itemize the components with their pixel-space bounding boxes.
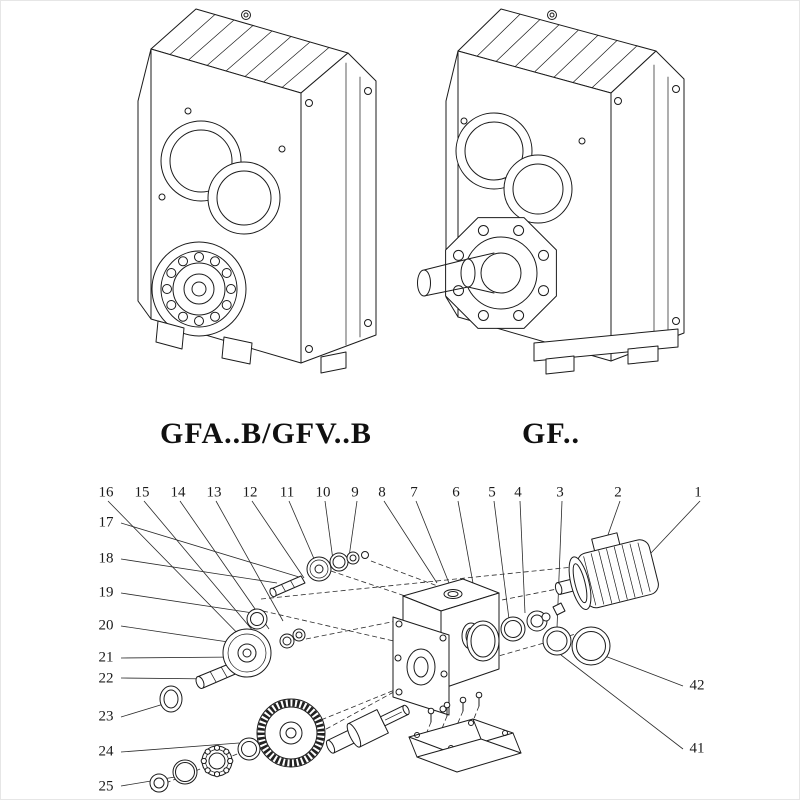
callout-part-41: 41 bbox=[689, 740, 705, 757]
model-label-gfab: GFA..B/GFV..B bbox=[160, 417, 372, 450]
exploded-diagram-svg bbox=[107, 500, 701, 793]
callout-part-6: 6 bbox=[452, 484, 460, 501]
callout-part-4: 4 bbox=[514, 484, 522, 501]
motor-fins bbox=[583, 542, 651, 606]
callout-part-18: 18 bbox=[98, 550, 114, 567]
gearbox-drawing-gf-svg bbox=[417, 8, 685, 375]
exploded-parts-diagram bbox=[1, 471, 799, 799]
callout-part-8: 8 bbox=[378, 484, 386, 501]
callout-part-20: 20 bbox=[98, 617, 114, 634]
base-plate bbox=[408, 691, 522, 773]
callout-part-9: 9 bbox=[351, 484, 359, 501]
callout-part-3: 3 bbox=[556, 484, 564, 501]
callout-part-22: 22 bbox=[98, 670, 114, 687]
callout-part-14: 14 bbox=[170, 484, 186, 501]
callout-part-10: 10 bbox=[315, 484, 331, 501]
roof-ribs bbox=[169, 14, 330, 88]
right-side-rings bbox=[466, 602, 611, 666]
gear-bores bbox=[158, 107, 286, 235]
gearbox-drawing-gfab bbox=[96, 1, 396, 401]
output-shaft-flange bbox=[417, 217, 557, 329]
callout-part-15: 15 bbox=[134, 484, 150, 501]
callout-part-19: 19 bbox=[98, 584, 114, 601]
callout-part-17: 17 bbox=[98, 514, 114, 531]
base-feet bbox=[533, 328, 679, 375]
callout-part-13: 13 bbox=[206, 484, 222, 501]
gearbox-drawing-gfab-svg bbox=[137, 8, 377, 374]
input-shaft-parts bbox=[246, 551, 369, 630]
callout-part-16: 16 bbox=[98, 484, 114, 501]
callout-part-23: 23 bbox=[98, 708, 114, 725]
roof-ribs bbox=[476, 13, 638, 89]
callout-part-24: 24 bbox=[98, 743, 114, 760]
hollow-shaft-bearing bbox=[151, 241, 247, 337]
callout-part-25: 25 bbox=[98, 778, 114, 795]
callout-part-21: 21 bbox=[98, 649, 114, 666]
intermediate-gear-parts bbox=[159, 628, 306, 713]
output-shaft bbox=[325, 704, 410, 754]
model-label-gf: GF.. bbox=[522, 417, 580, 450]
gf-housing bbox=[417, 8, 685, 375]
mounting-feet bbox=[155, 320, 347, 374]
motor-assembly bbox=[554, 532, 659, 611]
bearing-parts-left bbox=[149, 737, 261, 793]
callout-part-12: 12 bbox=[242, 484, 258, 501]
output-gear-parts bbox=[256, 698, 410, 768]
gearbox-drawing-gf bbox=[406, 1, 706, 401]
callout-part-2: 2 bbox=[614, 484, 622, 501]
callout-part-11: 11 bbox=[279, 484, 295, 501]
gear-bores bbox=[455, 112, 586, 224]
gfab-housing bbox=[137, 8, 377, 374]
callout-part-7: 7 bbox=[410, 484, 418, 501]
callout-part-1: 1 bbox=[694, 484, 702, 501]
callout-part-5: 5 bbox=[488, 484, 496, 501]
callout-part-42: 42 bbox=[689, 677, 705, 694]
